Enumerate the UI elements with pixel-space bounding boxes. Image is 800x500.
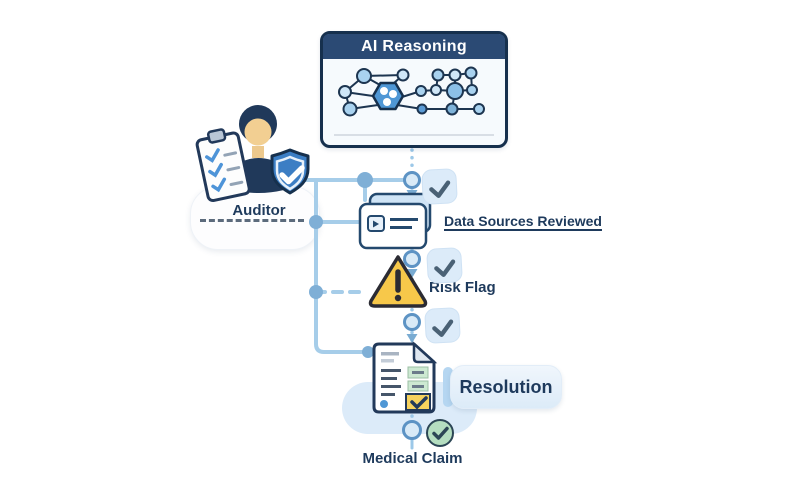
ai-card-body <box>323 59 505 145</box>
step-data-sources-label: Data Sources Reviewed <box>444 213 602 229</box>
timeline-node-icon <box>402 420 422 440</box>
ai-card-title: AI Reasoning <box>323 34 505 59</box>
timeline-node-icon <box>403 250 421 268</box>
auditor-branch-lines <box>300 178 406 354</box>
success-check-icon <box>426 419 454 447</box>
person-icon <box>195 105 310 203</box>
auditor-face <box>244 118 272 146</box>
auditor-dashed-line <box>200 219 304 222</box>
timeline-ring-nodes <box>402 171 422 440</box>
check-badge-icon <box>426 247 463 284</box>
shield-check-icon <box>270 148 310 195</box>
step-risk-flag-label: Risk Flag <box>429 279 496 296</box>
resolution-pill: Resolution <box>450 365 562 409</box>
timeline-node-icon <box>309 285 323 299</box>
resolution-connector-bar <box>443 367 453 407</box>
ai-reasoning-card: AI Reasoning <box>320 31 508 148</box>
timeline-node-icon <box>357 172 373 188</box>
timeline-node-icon <box>403 313 421 331</box>
documents-card-icon <box>358 192 432 250</box>
clipboard-icon <box>195 128 251 203</box>
timeline-node-icon <box>403 171 421 189</box>
medical-claim-label: Medical Claim <box>362 450 463 467</box>
network-graph-icon <box>338 66 485 117</box>
check-badge-icon <box>424 307 461 344</box>
hexagon-hub-icon <box>371 81 405 111</box>
timeline-node-icon <box>309 215 323 229</box>
warning-triangle-icon <box>368 255 428 308</box>
arrow-down-icon <box>406 269 418 278</box>
auditor-label: Auditor <box>232 202 286 219</box>
card-divider <box>334 134 494 136</box>
branch-nodes <box>309 172 374 358</box>
timeline-node-icon <box>362 346 374 358</box>
arrow-down-icon <box>406 334 418 343</box>
document-table-icon <box>372 341 438 414</box>
check-badge-icon <box>421 168 458 205</box>
step-resolution-label: Resolution <box>459 376 553 397</box>
